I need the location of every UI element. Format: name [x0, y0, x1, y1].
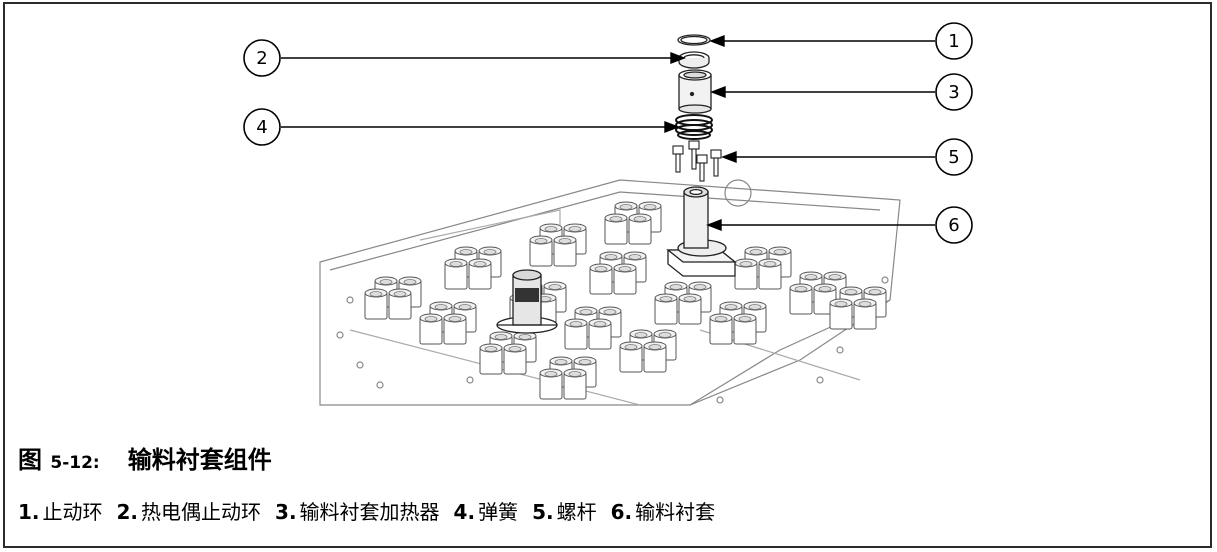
- nozzle-cup-array: [365, 202, 886, 399]
- legend-item: 1.止动环: [18, 500, 103, 524]
- figure-frame: [3, 2, 1212, 548]
- callout-4: 4: [243, 108, 281, 146]
- screws-part: [672, 140, 722, 182]
- spring-part: [675, 114, 713, 140]
- heater-part: [678, 69, 712, 114]
- exploded-assembly-illustration: 1 2 3 4 5 6: [243, 22, 973, 406]
- figure-title: 输料衬套组件: [127, 446, 272, 474]
- legend-item: 4.弹簧: [453, 500, 519, 524]
- legend-item: 6.输料衬套: [610, 500, 716, 524]
- svg-text:4: 4: [256, 117, 267, 138]
- feed-bushing-part: [666, 186, 737, 277]
- svg-text:5: 5: [948, 147, 959, 168]
- retaining-ring-part: [677, 34, 711, 46]
- parts-legend: 1.止动环 2.热电偶止动环 3.输料衬套加热器 4.弹簧 5.螺杆 6.输料衬…: [18, 496, 715, 525]
- legend-item: 5.螺杆: [532, 500, 597, 524]
- callout-5: 5: [935, 138, 973, 176]
- svg-text:6: 6: [948, 215, 959, 236]
- legend-item: 3.输料衬套加热器: [275, 500, 440, 524]
- callout-1: 1: [935, 22, 973, 60]
- legend-item: 2.热电偶止动环: [116, 500, 262, 524]
- svg-text:1: 1: [948, 31, 959, 52]
- figure-caption: 图 5-12: 输料衬套组件: [18, 440, 272, 475]
- callout-2: 2: [243, 39, 281, 77]
- leader-lines: [281, 34, 935, 232]
- callout-6: 6: [935, 206, 973, 244]
- svg-text:2: 2: [256, 48, 267, 69]
- thermocouple-ring-part: [678, 51, 710, 69]
- installed-bushing: [496, 269, 558, 334]
- figure-label: 图 5-12:: [18, 446, 100, 474]
- svg-text:3: 3: [948, 82, 959, 103]
- callout-3: 3: [935, 73, 973, 111]
